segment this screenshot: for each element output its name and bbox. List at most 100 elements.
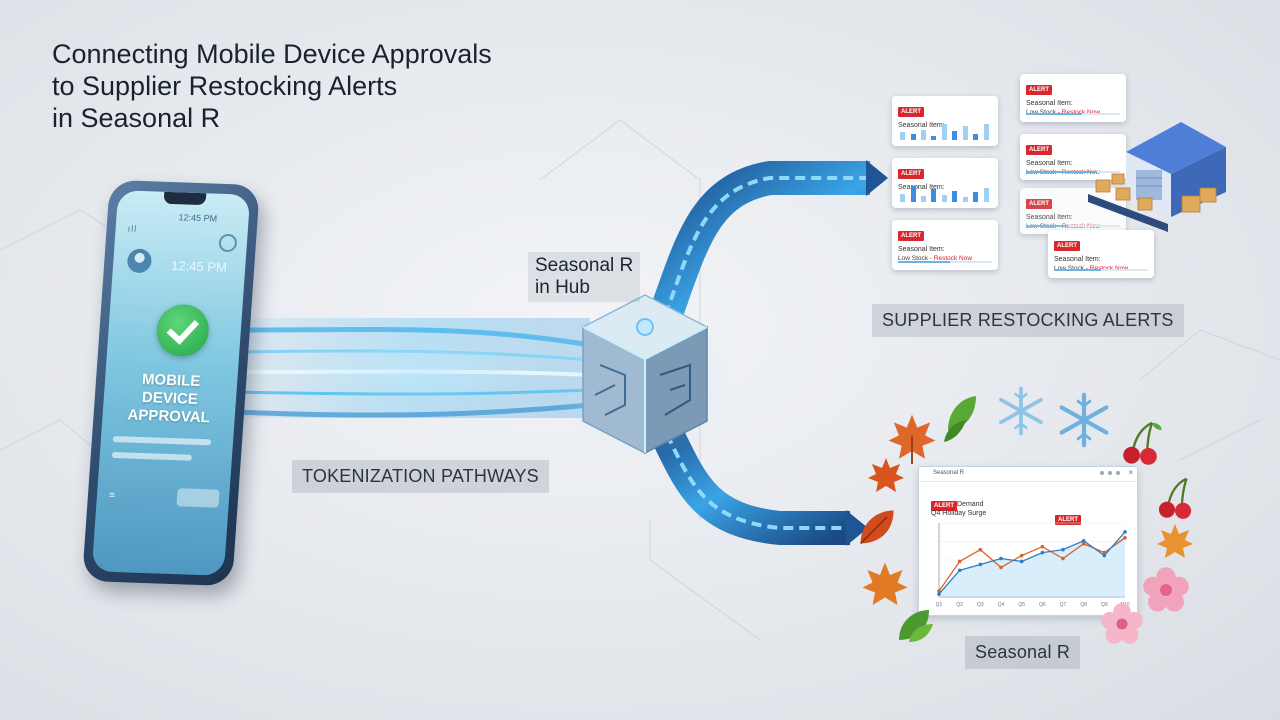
chart-subtitle: Q4 Holiday Surge (931, 510, 987, 517)
chart-point (957, 559, 962, 564)
alert-subtitle: Low Stock - Restock Now (1054, 264, 1148, 273)
window-controls-icon (1100, 471, 1120, 475)
chart-point (1081, 538, 1086, 543)
warehouse-icon (1088, 122, 1226, 232)
chart-alert-badge: ALERT (931, 501, 957, 511)
approve-button[interactable] (176, 488, 220, 508)
chart-point (978, 547, 983, 552)
alert-mini-bar (900, 194, 906, 202)
phone-clock: 12:45 PM (170, 258, 228, 275)
chart-x-tick: Q9 (1101, 602, 1108, 608)
hub-label: Seasonal R in Hub (528, 252, 641, 302)
maple-leaf-icon (1157, 524, 1193, 558)
snowflake-icon (1059, 392, 1109, 448)
alert-sub-prefix: Low Stock - (898, 255, 934, 262)
chart-x-tick: Q5 (1018, 602, 1025, 608)
alert-mini-bar (973, 133, 979, 140)
alert-title: Seasonal Item: (1026, 214, 1073, 221)
alert-mini-bar (920, 130, 926, 140)
alert-card[interactable]: ALERT Seasonal Item: Low Stock - Restock… (1020, 134, 1126, 180)
title-line-1: Connecting Mobile Device Approvals (52, 39, 492, 69)
close-icon[interactable]: × (1128, 468, 1133, 477)
alert-badge: ALERT (898, 107, 924, 117)
alert-mini-bar (941, 194, 947, 202)
list-icon[interactable]: ≡ (108, 489, 116, 502)
tokenization-label: TOKENIZATION PATHWAYS (292, 460, 549, 493)
phone-screen: 12:45 PM ıll 12:45 PM MOBILE DEVICE APPR… (91, 190, 251, 576)
alert-mini-bar (900, 132, 906, 140)
alert-mini-bar (931, 189, 937, 202)
chart-point (1081, 541, 1086, 546)
alert-mini-bar (973, 191, 979, 202)
alert-mini-bar (962, 126, 968, 140)
approval-line-1: MOBILE DEVICE (141, 371, 201, 408)
alert-progress-fill (1054, 269, 1101, 271)
seasonal-label: Seasonal R (965, 636, 1081, 669)
alert-card[interactable]: ALERT Seasonal Item: Low Stock - Restock… (1020, 188, 1126, 234)
alert-mini-bar (962, 197, 968, 202)
seasonal-chart-panel: Seasonal R × ALERT Demand Q4 Holiday Sur… (918, 466, 1138, 616)
chart-point (1102, 553, 1107, 558)
alert-sub-highlight: Restock Now (1090, 265, 1128, 272)
maple-leaf-icon (862, 562, 908, 605)
alert-title: Seasonal Item: (898, 184, 945, 191)
cherry-icon (1123, 421, 1162, 465)
title-line-3: in Seasonal R (52, 103, 221, 133)
alert-subtitle: Low Stock - Restock Now (898, 254, 992, 263)
chart-point (978, 562, 983, 567)
hub-cube (555, 294, 735, 455)
page-title: Connecting Mobile Device Approvals to Su… (52, 38, 612, 134)
green-leaf-icon (944, 396, 976, 442)
maple-leaf-icon (888, 414, 936, 464)
chart-x-tick: Q1 (936, 602, 943, 608)
chart-point (937, 592, 941, 596)
alert-progress (898, 261, 992, 263)
green-leaf-icon (899, 610, 933, 642)
alert-card[interactable]: ALERT Seasonal Item: Low Stock - Restock… (892, 220, 998, 270)
chart-point (937, 589, 941, 593)
approval-line-2: APPROVAL (126, 406, 211, 427)
alerts-label: SUPPLIER RESTOCKING ALERTS (872, 304, 1184, 337)
alert-badge: ALERT (1054, 241, 1080, 251)
chart-point (1019, 553, 1024, 558)
alert-progress (1026, 225, 1120, 227)
alert-mini-bar (983, 187, 989, 202)
alert-card[interactable]: ALERT Seasonal Item: (892, 158, 998, 208)
cherry-icon (1158, 477, 1192, 519)
check-icon (154, 303, 211, 358)
alert-mini-bar (931, 136, 937, 140)
chart-point (1040, 544, 1045, 549)
chart-app-title: Seasonal R (933, 470, 965, 476)
status-bar-time: 12:45 PM (178, 212, 218, 224)
alert-progress (1026, 113, 1120, 115)
maple-leaf-icon (868, 458, 904, 492)
alert-subtitle: Low Stock - Restock Now (1026, 108, 1120, 117)
alert-mini-chart (898, 124, 992, 140)
placeholder-line (111, 451, 193, 461)
alert-mini-bar (920, 196, 926, 202)
snowflake-icon (999, 386, 1043, 436)
blossom-icon (1101, 603, 1143, 644)
alert-mini-bar (910, 134, 916, 140)
chart-x-tick: Q4 (998, 602, 1005, 608)
alert-progress-fill (1026, 113, 1083, 115)
alert-card[interactable]: ALERT Seasonal Item: Low Stock - Restock… (1020, 74, 1126, 122)
alert-card[interactable]: ALERT Seasonal Item: (892, 96, 998, 146)
chart-point (1123, 536, 1127, 540)
blossom-icon (1143, 567, 1189, 612)
alert-mini-chart (898, 186, 992, 202)
chart-point (1123, 530, 1127, 534)
chart-window-bar: Seasonal R × (919, 467, 1137, 482)
alert-badge: ALERT (1026, 199, 1052, 209)
hub-label-line-1: Seasonal R (535, 255, 634, 276)
alert-mini-bar (983, 124, 989, 140)
alert-badge: ALERT (898, 169, 924, 179)
alert-badge: ALERT (1026, 145, 1052, 155)
alert-title: Seasonal Item: (898, 246, 945, 253)
chart-x-tick: Q7 (1060, 602, 1067, 608)
alert-card[interactable]: ALERT Seasonal Item: Low Stock - Restock… (1048, 230, 1154, 278)
alert-mini-bar (910, 186, 916, 202)
alert-progress-fill (1026, 171, 1097, 173)
chart-x-tick: Q8 (1080, 602, 1087, 608)
alert-title: Seasonal Item: (1054, 256, 1101, 263)
